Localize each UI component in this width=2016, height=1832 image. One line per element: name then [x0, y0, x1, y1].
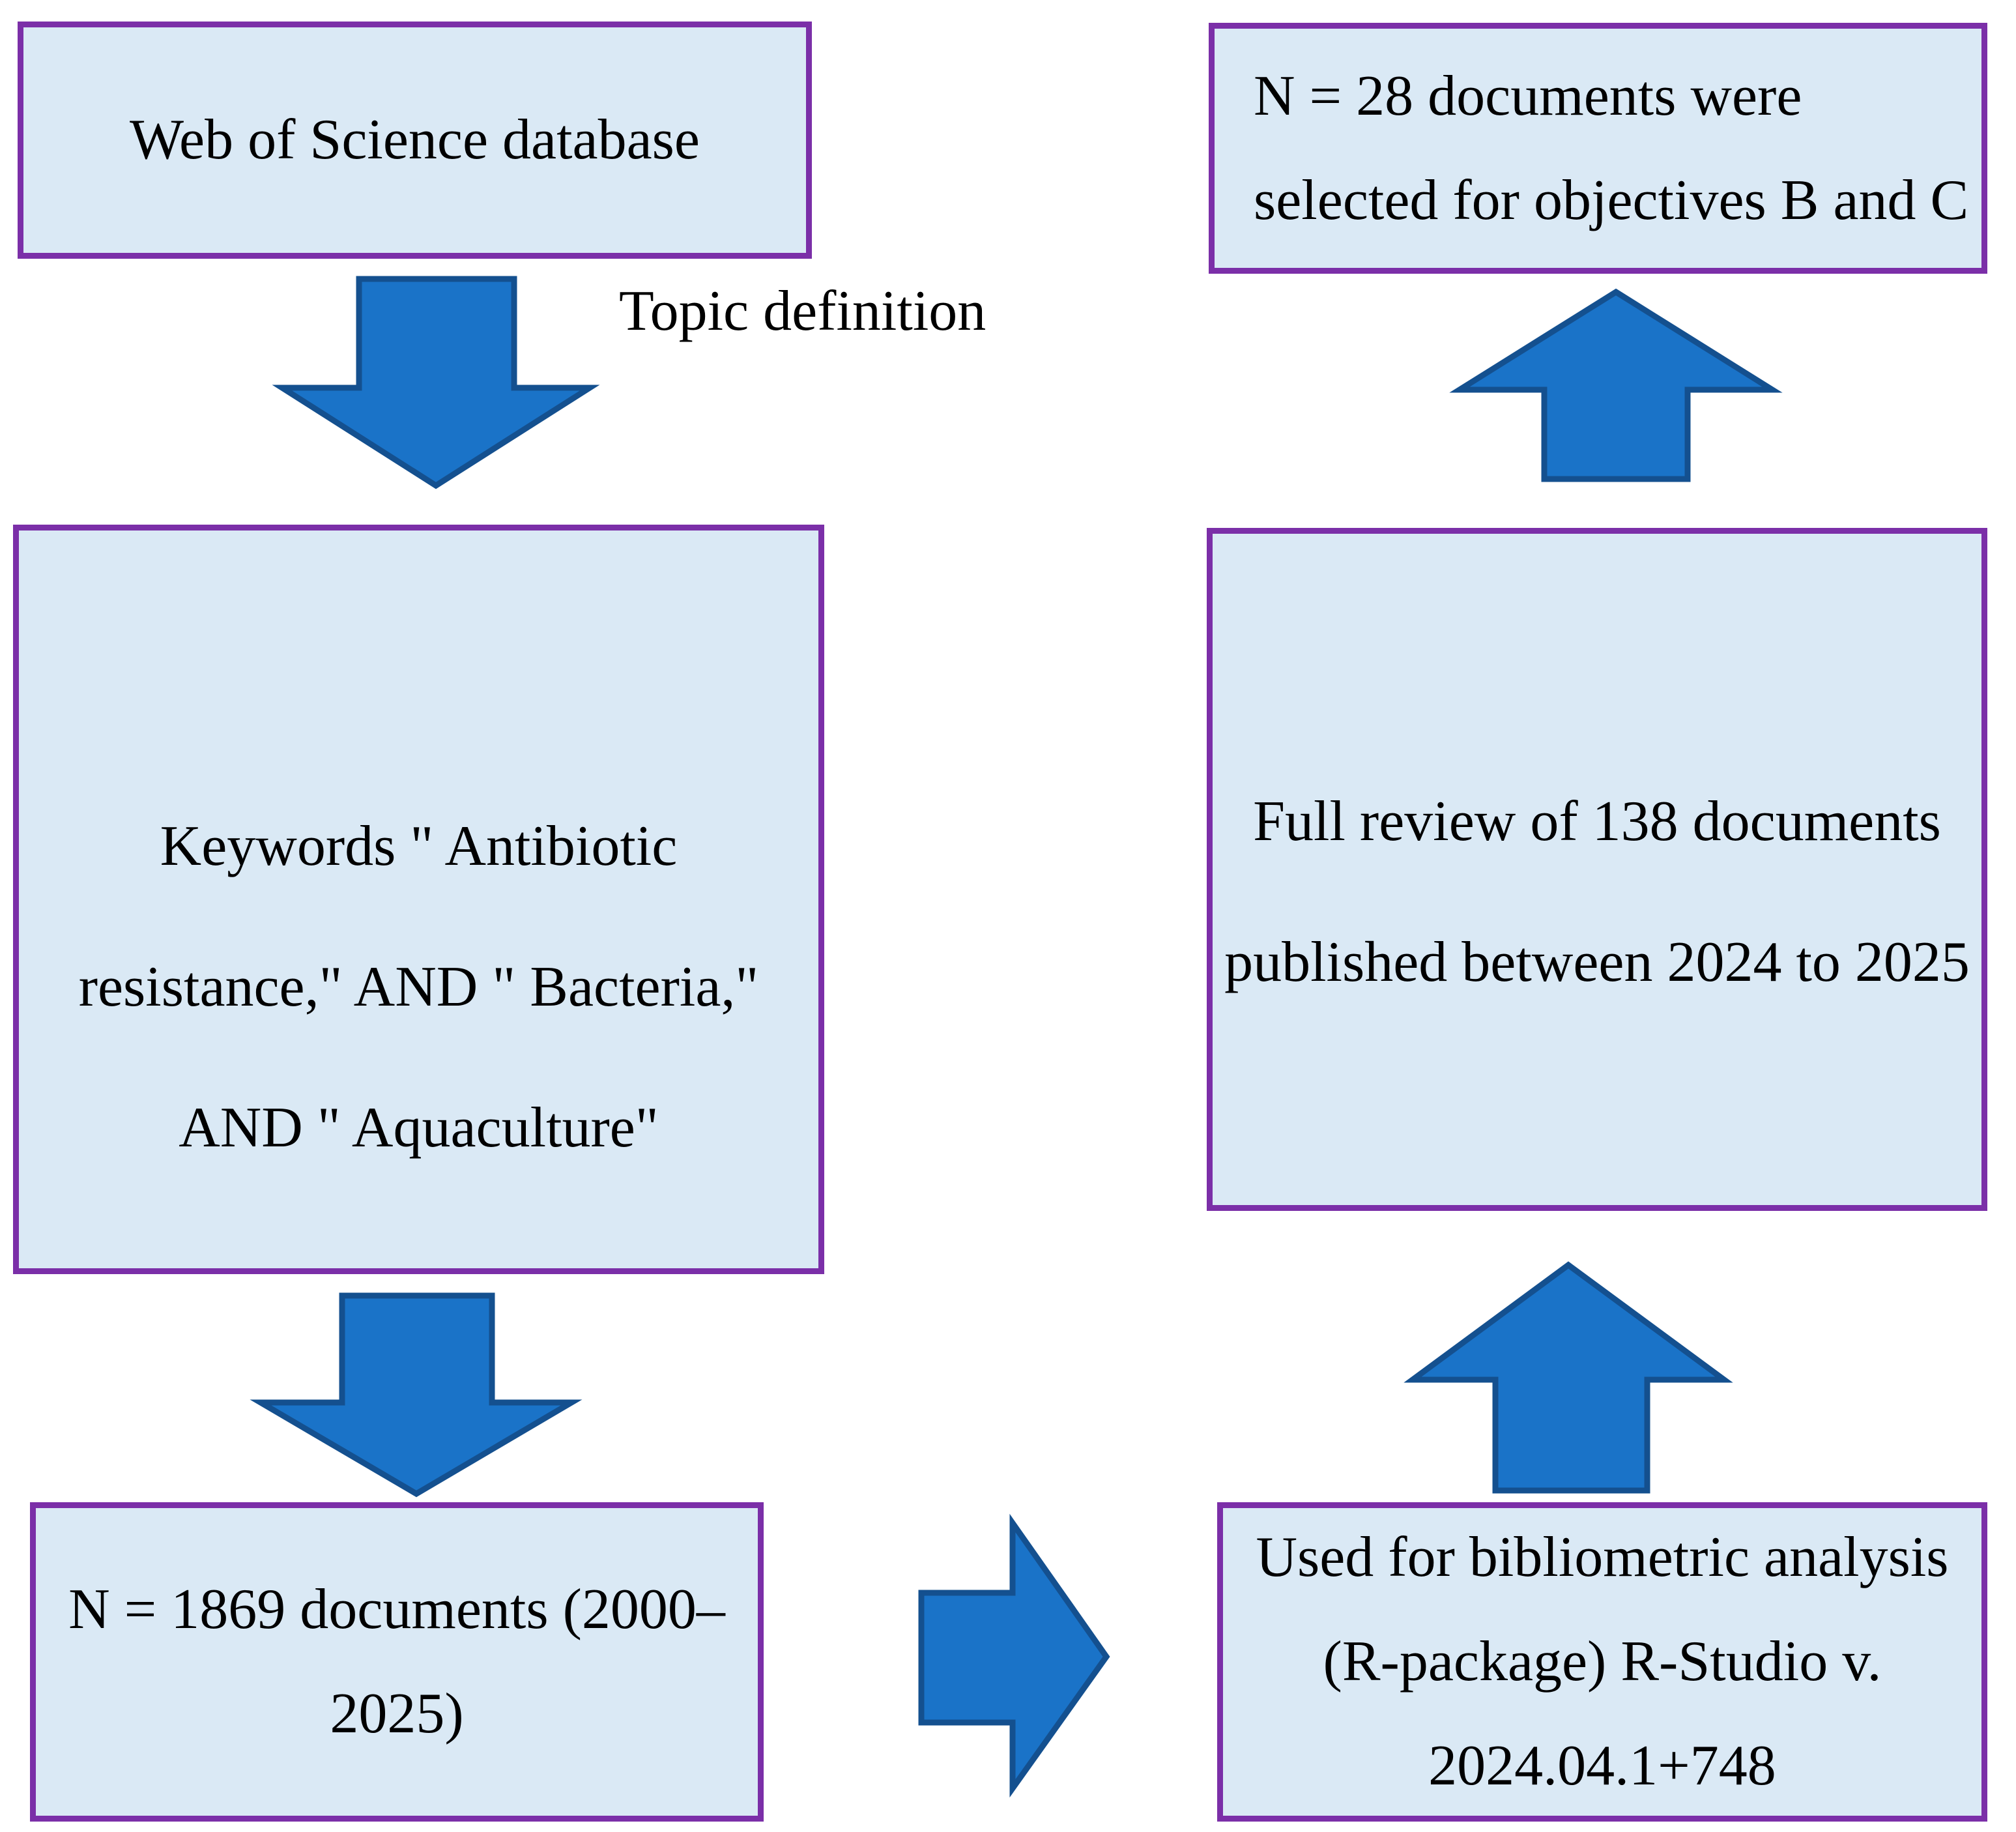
arrow-up-2 — [1449, 288, 1783, 482]
box-text-line: Used for bibliometric analysis — [1256, 1526, 1949, 1589]
arrow-down-1 — [272, 276, 600, 489]
arrow-up-1 — [1404, 1261, 1733, 1494]
box-text-line: Full review of 138 documents — [1253, 790, 1941, 853]
box-text-line: N = 28 documents were — [1254, 64, 1802, 128]
box-text-line: Web of Science database — [130, 108, 700, 171]
box-full-review: Full review of 138 documents published b… — [1207, 528, 1987, 1211]
right-arrow-shape — [918, 1513, 1110, 1798]
arrow-right-1 — [918, 1513, 1110, 1798]
box-text-line: (R-package) R-Studio v. — [1323, 1630, 1882, 1693]
arrow-down-2 — [250, 1292, 583, 1498]
box-text-line: resistance," AND " Bacteria," — [78, 955, 759, 1019]
box-n28-selected: N = 28 documents were selected for objec… — [1209, 23, 1987, 274]
box-keywords: Keywords " Antibiotic resistance," AND "… — [13, 525, 824, 1274]
box-text-line: selected for objectives B and C — [1254, 168, 1969, 232]
up-arrow-shape — [1404, 1261, 1733, 1494]
up-arrow-shape — [1449, 288, 1783, 482]
box-text-line: 2024.04.1+748 — [1428, 1734, 1776, 1797]
box-wos-database: Web of Science database — [18, 22, 812, 259]
box-text-line: published between 2024 to 2025 — [1224, 931, 1970, 994]
box-text-line: AND " Aquaculture" — [179, 1096, 659, 1159]
box-text-line: Keywords " Antibiotic — [160, 815, 678, 878]
box-text-line: N = 1869 documents (2000– — [68, 1578, 725, 1641]
down-arrow-shape — [272, 276, 600, 489]
box-bibliometric-analysis: Used for bibliometric analysis (R-packag… — [1217, 1502, 1987, 1822]
topic-definition-label: Topic definition — [619, 280, 986, 343]
box-n1869-documents: N = 1869 documents (2000– 2025) — [30, 1502, 764, 1822]
down-arrow-shape — [250, 1292, 583, 1498]
box-text-line: 2025) — [330, 1682, 464, 1745]
